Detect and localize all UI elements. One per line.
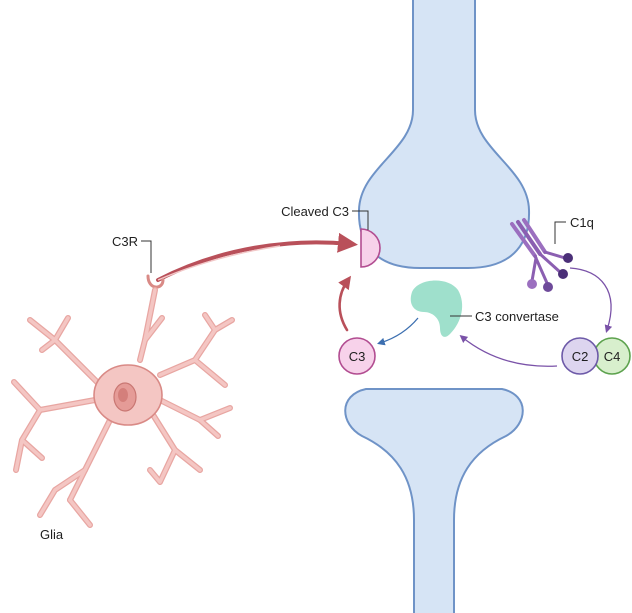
c1q-to-c2-arrow	[569, 267, 613, 333]
postsynaptic-terminal	[345, 389, 523, 613]
c3-convertase-shape	[410, 280, 463, 337]
presynaptic-membrane	[357, 0, 531, 269]
convertase-to-c3-arrow	[377, 317, 419, 346]
glia-label: Glia	[40, 527, 64, 542]
c3r-leader	[141, 240, 152, 273]
c2-node	[561, 337, 599, 375]
binding-arrow	[156, 232, 358, 282]
c3-convertase-label: C3 convertase	[475, 309, 559, 324]
c1q-label: C1q	[570, 215, 594, 230]
c2c4-to-convertase-arrow	[459, 335, 558, 367]
cleaved-c3-leader	[352, 210, 369, 230]
glia-cell-fill	[12, 288, 234, 527]
postsynaptic-membrane	[344, 388, 524, 613]
presynaptic-terminal	[358, 0, 530, 268]
c3-to-cleaved-arrow	[338, 275, 352, 332]
glia-nucleolus	[118, 388, 128, 402]
c3-label: C3	[349, 349, 366, 364]
binding-arrow-tail	[157, 245, 281, 281]
c1q-leader	[554, 221, 566, 244]
c2-label: C2	[572, 349, 589, 364]
c3-node	[338, 337, 376, 375]
c4-label: C4	[604, 349, 621, 364]
c1q-complex	[510, 218, 573, 292]
c3r-receptor	[146, 274, 165, 289]
c3r-label: C3R	[112, 234, 138, 249]
cleaved-c3-label: Cleaved C3	[281, 204, 349, 219]
cleaved-c3-shape	[360, 228, 381, 268]
